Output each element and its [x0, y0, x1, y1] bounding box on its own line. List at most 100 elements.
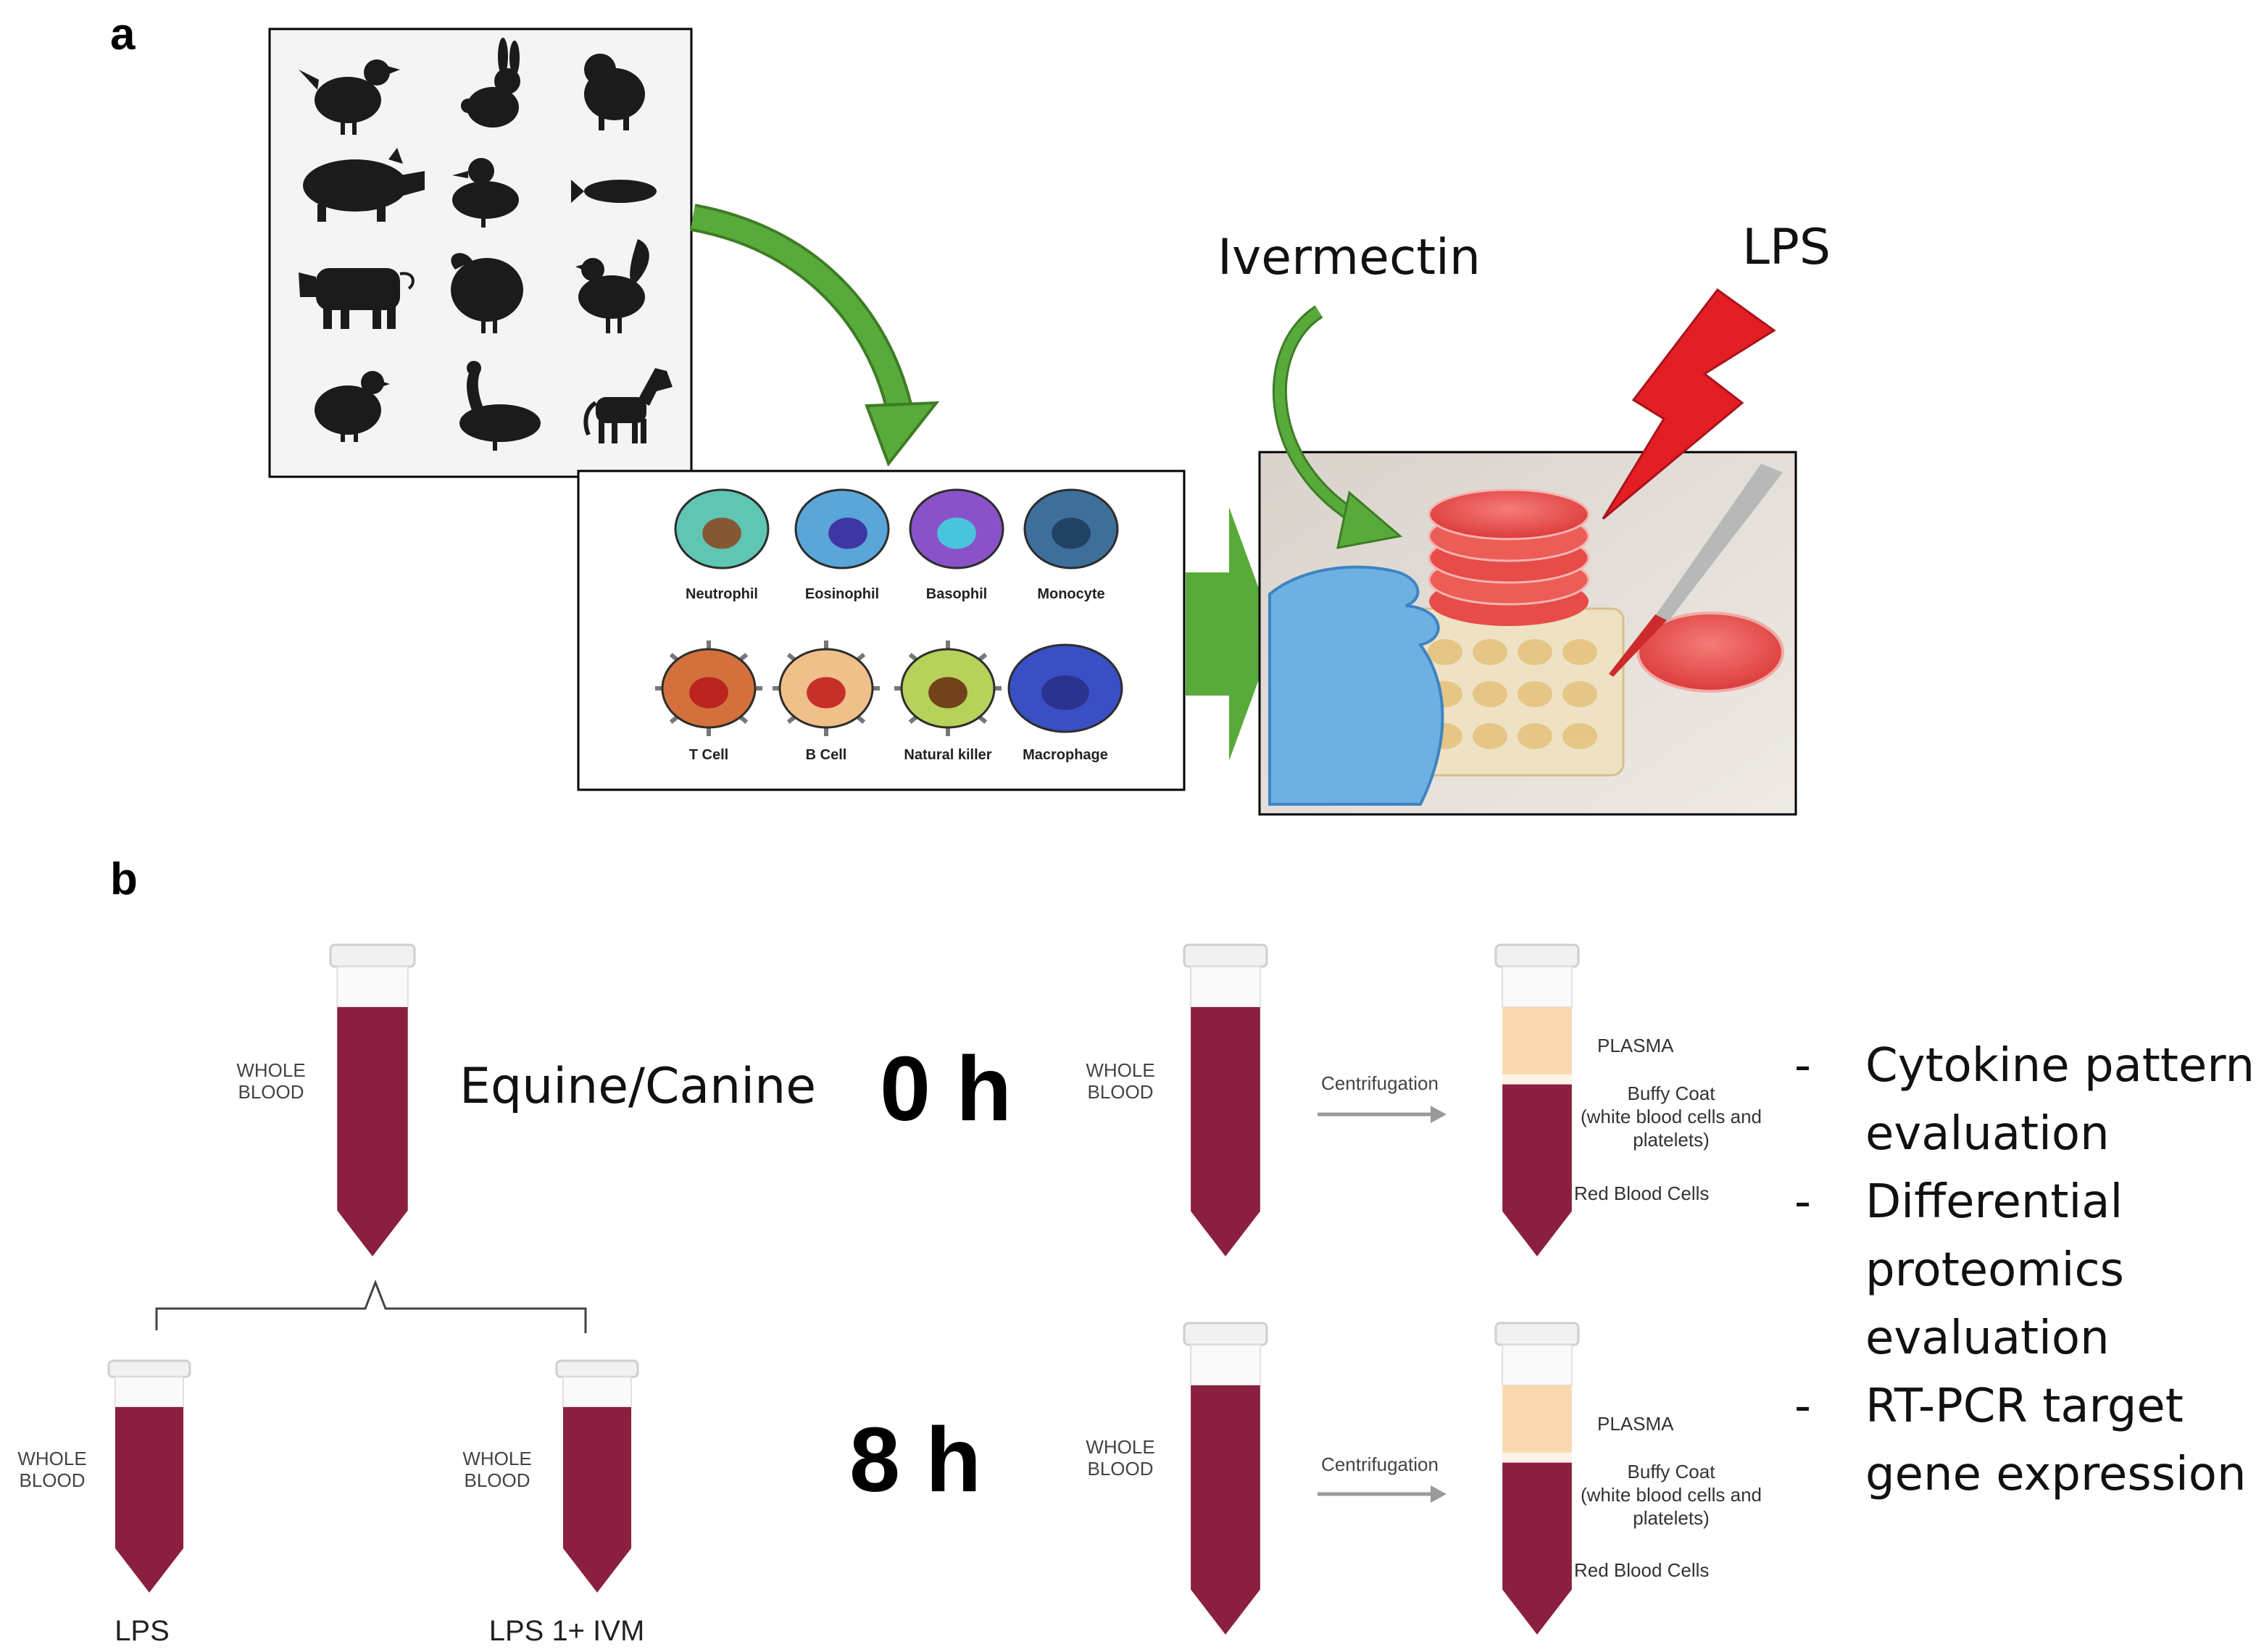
time-8h-label: 8 h — [849, 1409, 981, 1511]
cell-nucleus — [702, 517, 741, 549]
centrifugation-arrow-8h — [1318, 1485, 1447, 1503]
lab-photo — [1258, 451, 1797, 816]
tube-neck — [1190, 966, 1261, 1008]
whole-blood-label-8h: WHOLE BLOOD — [1086, 1436, 1154, 1480]
lps-tube-label: LPS — [115, 1615, 170, 1647]
tube-cap — [1183, 943, 1268, 968]
tube-cap — [1494, 943, 1580, 968]
well — [1562, 639, 1597, 665]
well — [1473, 681, 1507, 707]
cell-monocyte: Monocyte — [1023, 488, 1119, 602]
centrifugation-label-0h: Centrifugation — [1321, 1072, 1439, 1094]
well — [1518, 639, 1552, 665]
duck-icon — [452, 158, 519, 228]
split-bracket — [155, 1279, 587, 1333]
lightning-bolt — [1602, 288, 1776, 520]
bullet-3: - — [1794, 1380, 1811, 1433]
animals-box — [268, 28, 693, 478]
cell-basophil: Basophil — [909, 488, 1004, 602]
svg-text:Buffy Coat: Buffy Coat — [1628, 1461, 1716, 1482]
pipette — [1609, 464, 1783, 677]
cell-nucleus — [937, 517, 976, 549]
bullet-2: - — [1794, 1175, 1811, 1229]
tube-0h-centrifuged — [1494, 943, 1580, 1256]
well — [1473, 723, 1507, 749]
whole-blood-label-0h: WHOLE BLOOD — [1086, 1059, 1154, 1103]
big-arrow-to-lab — [1186, 507, 1275, 761]
svg-text:(white blood cells and: (white blood cells and — [1581, 1484, 1762, 1506]
sheep-icon — [584, 54, 645, 130]
turkey-icon — [451, 253, 523, 333]
tube-neck — [114, 1376, 185, 1409]
bullet-1: - — [1794, 1039, 1811, 1093]
svg-text:BLOOD: BLOOD — [1087, 1458, 1153, 1480]
lps-ivm-tube-label: LPS 1+ IVM — [489, 1615, 645, 1647]
eval-cytokine-line2: evaluation — [1865, 1107, 2110, 1161]
well — [1428, 639, 1462, 665]
red-blood-cells-layer — [1502, 1462, 1572, 1635]
red-blood-cells-layer — [1502, 1084, 1572, 1256]
tube-neck — [1502, 1344, 1573, 1386]
cell-neutrophil: Neutrophil — [674, 488, 770, 602]
eval-proteomics-line3: evaluation — [1865, 1311, 2110, 1365]
ivermectin-arrow — [1272, 305, 1403, 549]
tube-8h-whole — [1183, 1322, 1268, 1635]
svg-text:BLOOD: BLOOD — [238, 1081, 304, 1103]
species-label: Equine/Canine — [459, 1058, 816, 1115]
svg-text:BLOOD: BLOOD — [464, 1469, 530, 1491]
tube-cap — [555, 1359, 639, 1378]
tube-cap — [107, 1359, 191, 1378]
tube-whole-blood-main — [329, 943, 416, 1256]
svg-text:WHOLE: WHOLE — [17, 1448, 86, 1469]
well — [1518, 723, 1552, 749]
well — [1562, 723, 1597, 749]
well — [1473, 639, 1507, 665]
svg-text:BLOOD: BLOOD — [1087, 1081, 1153, 1103]
eval-proteomics-line1: Differential — [1865, 1175, 2123, 1229]
plasma-layer — [1502, 1007, 1572, 1075]
svg-text:WHOLE: WHOLE — [1086, 1436, 1154, 1458]
horse-icon — [583, 368, 673, 443]
cell-natural-killer: Natural killer — [894, 641, 1002, 763]
chicken-icon — [299, 59, 400, 135]
cell-nucleus — [828, 517, 867, 549]
red-cells-label-0h: Red Blood Cells — [1574, 1182, 1709, 1204]
svg-text:WHOLE: WHOLE — [462, 1448, 531, 1469]
whole-blood — [337, 1007, 408, 1256]
tube-cap — [329, 943, 416, 968]
tube-lps-ivm — [555, 1359, 639, 1593]
rabbit-icon — [461, 38, 520, 128]
tube-0h-whole — [1183, 943, 1268, 1256]
buffy-coat-label-0h: Buffy Coat (white blood cells and platel… — [1581, 1082, 1762, 1151]
tube-neck — [1190, 1344, 1261, 1386]
pig-icon — [303, 148, 425, 222]
cell-macrophage: Macrophage — [1007, 643, 1123, 763]
cell-nucleus — [1041, 675, 1089, 710]
eval-rtpcr-line2: gene expression — [1865, 1448, 2247, 1501]
tube-8h-centrifuged — [1494, 1322, 1580, 1635]
cell-label: Basophil — [926, 586, 987, 602]
fish-icon — [571, 180, 657, 203]
whole-blood-label-lps: WHOLE BLOOD — [17, 1448, 86, 1491]
whole-blood — [1191, 1385, 1260, 1635]
svg-text:(white blood cells and: (white blood cells and — [1581, 1106, 1762, 1127]
red-cells-label-8h: Red Blood Cells — [1574, 1559, 1709, 1581]
cow-icon — [299, 268, 415, 329]
tube-cap — [1494, 1322, 1580, 1346]
cell-label: Natural killer — [904, 747, 991, 763]
centrifugation-label-8h: Centrifugation — [1321, 1453, 1439, 1475]
cell-label: B Cell — [806, 747, 847, 763]
panel-label-b: b — [110, 854, 138, 904]
cell-eosinophil: Eosinophil — [794, 488, 890, 602]
whole-blood-label-main: WHOLE BLOOD — [236, 1059, 305, 1103]
svg-text:platelets): platelets) — [1633, 1129, 1710, 1151]
cell-nucleus — [689, 677, 728, 709]
tube-neck — [562, 1376, 633, 1409]
cell-label: T Cell — [689, 747, 728, 763]
eval-rtpcr-line1: RT-PCR target — [1865, 1380, 2184, 1433]
cell-nucleus — [928, 677, 967, 709]
gloved-hand — [1268, 565, 1444, 806]
svg-text:WHOLE: WHOLE — [236, 1059, 305, 1081]
